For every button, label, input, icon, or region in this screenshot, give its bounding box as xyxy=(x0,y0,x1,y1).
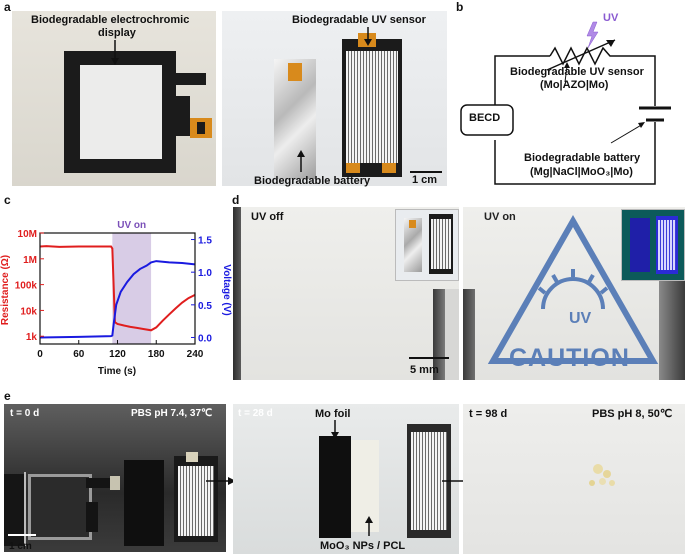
panel-label-d: d xyxy=(232,193,240,207)
uv-on-label-d: UV on xyxy=(484,211,516,223)
battery-arrow xyxy=(297,150,305,172)
photo-uv-on xyxy=(463,207,685,380)
t0-label: t = 0 d xyxy=(10,408,40,419)
panel-label-a: a xyxy=(4,0,11,14)
ytick-right-label: 1.5 xyxy=(198,236,212,247)
xtick-label: 60 xyxy=(73,349,85,360)
photo-uv-off xyxy=(233,207,459,380)
t28-label: t = 28 d xyxy=(238,408,273,419)
xlabel: Time (s) xyxy=(98,366,136,377)
panel-label-b: b xyxy=(456,0,464,14)
uv-on-shaded-region xyxy=(112,233,152,344)
becd-label: BECD xyxy=(469,112,501,124)
scale-bar-d: 5 mm xyxy=(410,364,439,376)
scale-bar-a: 1 cm xyxy=(412,174,438,186)
panel-label-e: e xyxy=(4,389,11,403)
caution-text: CAUTION xyxy=(509,344,630,372)
battery-label: Biodegradable battery xyxy=(254,175,371,187)
xtick-label: 180 xyxy=(148,349,165,360)
ylabel-right: Voltage (V) xyxy=(221,264,232,315)
photo-day-28 xyxy=(233,404,459,554)
photo-sensor-and-battery xyxy=(222,11,447,186)
panel-label-c: c xyxy=(4,193,11,207)
moo3-arrow xyxy=(365,516,373,536)
ytick-right-label: 0.5 xyxy=(198,301,212,312)
t98-condition: PBS pH 8, 50℃ xyxy=(592,408,673,420)
uv-caution-symbol xyxy=(487,214,659,364)
scale-bar-e: 1 cm xyxy=(9,541,32,552)
uv-sensor-label: Biodegradable UV sensor xyxy=(292,14,426,26)
uv-off-label: UV off xyxy=(251,211,284,223)
ytick-left-label: 1k xyxy=(26,332,38,343)
uv-sensor-arrow xyxy=(364,27,372,46)
photo-day-98 xyxy=(463,404,685,554)
resistance-line xyxy=(39,245,196,332)
circuit-diagram xyxy=(460,21,671,185)
ytick-left-label: 10M xyxy=(18,229,37,240)
moo3-label: MoO₃ NPs / PCL xyxy=(320,540,406,552)
voltage-line xyxy=(39,260,196,339)
ytick-left-label: 100k xyxy=(15,281,38,292)
xtick-label: 240 xyxy=(187,349,204,360)
chart-resistance-voltage: 10M 1M 100k 10k 1k 1.5 1.0 0.5 0.0 0 60 120 180 240 U… xyxy=(0,220,232,377)
t0-condition: PBS pH 7.4, 37℃ xyxy=(131,408,213,419)
ytick-left-label: 10k xyxy=(20,306,37,317)
photo-electrochromic-display xyxy=(12,11,216,186)
ytick-left-label: 1M xyxy=(23,255,37,266)
uv-label-b: UV xyxy=(603,12,619,24)
t98-label: t = 98 d xyxy=(469,408,508,420)
ytick-right-label: 1.0 xyxy=(198,268,212,279)
display-label-line1: Biodegradable electrochromic xyxy=(31,14,190,26)
arrow-e1 xyxy=(206,477,236,485)
photo-day-0 xyxy=(4,404,226,552)
mo-foil-label: Mo foil xyxy=(315,408,351,420)
caution-uv-text: UV xyxy=(569,310,592,327)
xtick-label: 120 xyxy=(109,349,126,360)
display-label-line2: display xyxy=(98,27,136,39)
scale-bar-line-d xyxy=(409,357,449,359)
battery-label-b-line2: (Mg|NaCl|MoO₃|Mo) xyxy=(530,166,633,178)
display-arrow xyxy=(111,40,119,65)
battery-label-b-line1: Biodegradable battery xyxy=(524,152,641,164)
uv-on-label: UV on xyxy=(117,220,146,231)
xtick-label: 0 xyxy=(37,349,43,360)
ytick-right-label: 0.0 xyxy=(198,333,212,344)
ylabel-left: Resistance (Ω) xyxy=(0,255,11,325)
sensor-label-b-line1: Biodegradable UV sensor xyxy=(510,66,644,78)
sensor-label-b-line2: (Mo|AZO|Mo) xyxy=(540,79,609,91)
mo-foil-arrow xyxy=(331,420,339,439)
